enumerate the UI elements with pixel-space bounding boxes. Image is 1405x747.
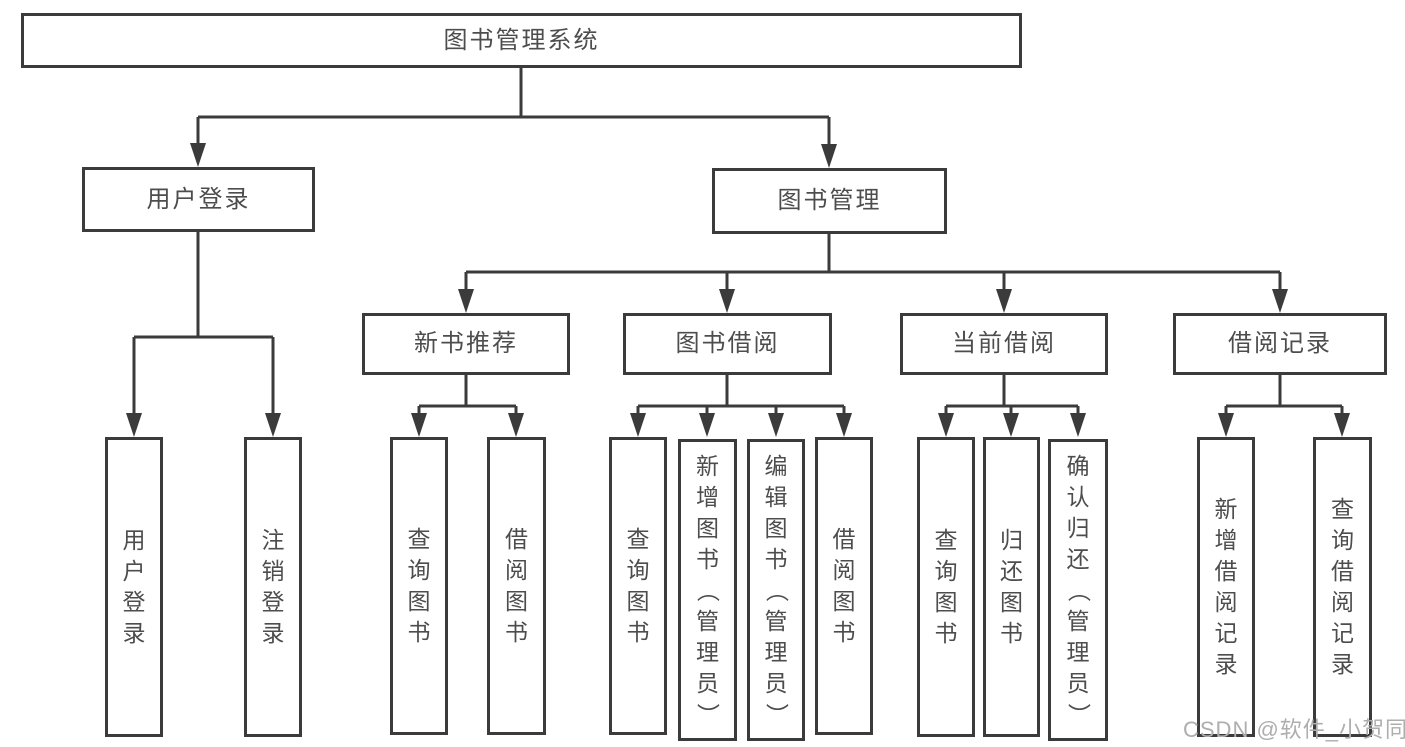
node-library-management-system: 图书管理系统 bbox=[21, 13, 1022, 68]
node-borrowing-records-label: 借阅记录 bbox=[1228, 330, 1332, 357]
node-book-borrowing: 图书借阅 bbox=[623, 313, 832, 375]
leaf-records-add-record-label: 新增借阅记录 bbox=[1214, 496, 1238, 677]
connector-new-book-recommend-to-leaves bbox=[411, 375, 524, 437]
connector-root-to-branches bbox=[190, 68, 837, 168]
leaf-recommend-query-books: 查询图书 bbox=[390, 437, 448, 735]
leaf-user-login: 用户登录 bbox=[105, 437, 163, 737]
connector-user-login-to-leaves bbox=[126, 232, 281, 437]
leaf-current-return-books: 归还图书 bbox=[983, 437, 1040, 737]
node-user-login-branch-label: 用户登录 bbox=[146, 185, 251, 213]
node-new-book-recommend-label: 新书推荐 bbox=[414, 330, 518, 357]
leaf-logout: 注销登录 bbox=[244, 437, 302, 737]
leaf-current-confirm-return-admin-label: 确认归还（管理员） bbox=[1065, 452, 1092, 726]
connector-book-borrowing-to-leaves bbox=[630, 375, 852, 437]
leaf-records-query-record-label: 查询借阅记录 bbox=[1331, 496, 1354, 677]
node-new-book-recommend: 新书推荐 bbox=[362, 313, 570, 375]
node-borrowing-records: 借阅记录 bbox=[1173, 313, 1387, 375]
leaf-current-return-books-label: 归还图书 bbox=[1000, 527, 1023, 646]
leaf-borrowing-query-books: 查询图书 bbox=[609, 437, 667, 735]
leaf-recommend-borrow-books-label: 借阅图书 bbox=[505, 526, 528, 645]
leaf-borrowing-edit-books-admin-label: 编辑图书（管理员） bbox=[763, 452, 790, 726]
leaf-borrowing-add-books-admin-label: 新增图书（管理员） bbox=[695, 452, 721, 726]
leaf-borrowing-borrow-books-label: 借阅图书 bbox=[832, 526, 856, 645]
leaf-recommend-borrow-books: 借阅图书 bbox=[487, 437, 546, 735]
connector-borrowing-records-to-leaves bbox=[1218, 375, 1350, 437]
node-book-management: 图书管理 bbox=[712, 168, 947, 234]
leaf-borrowing-edit-books-admin: 编辑图书（管理员） bbox=[747, 439, 805, 741]
node-library-management-system-label: 图书管理系统 bbox=[443, 26, 600, 54]
node-user-login-branch: 用户登录 bbox=[82, 167, 315, 232]
node-book-borrowing-label: 图书借阅 bbox=[675, 330, 780, 357]
leaf-records-query-record: 查询借阅记录 bbox=[1313, 437, 1372, 737]
connector-current-borrowing-to-leaves bbox=[938, 375, 1086, 437]
leaf-current-query-books-label: 查询图书 bbox=[934, 527, 958, 646]
watermark-text: CSDN @软件_小贺同学 bbox=[1183, 717, 1405, 742]
node-current-borrowing-label: 当前借阅 bbox=[952, 330, 1056, 357]
leaf-current-confirm-return-admin: 确认归还（管理员） bbox=[1048, 439, 1108, 741]
leaf-borrowing-borrow-books: 借阅图书 bbox=[815, 437, 873, 735]
leaf-borrowing-query-books-label: 查询图书 bbox=[626, 526, 650, 645]
leaf-recommend-query-books-label: 查询图书 bbox=[407, 526, 431, 645]
leaf-current-query-books: 查询图书 bbox=[917, 437, 975, 737]
leaf-records-add-record: 新增借阅记录 bbox=[1197, 437, 1255, 737]
leaf-logout-label: 注销登录 bbox=[261, 527, 285, 646]
node-current-borrowing: 当前借阅 bbox=[900, 313, 1108, 375]
leaf-borrowing-add-books-admin: 新增图书（管理员） bbox=[678, 439, 737, 741]
connector-book-management-to-groups bbox=[458, 233, 1288, 313]
leaf-user-login-label: 用户登录 bbox=[122, 527, 146, 646]
node-book-management-label: 图书管理 bbox=[777, 187, 882, 214]
